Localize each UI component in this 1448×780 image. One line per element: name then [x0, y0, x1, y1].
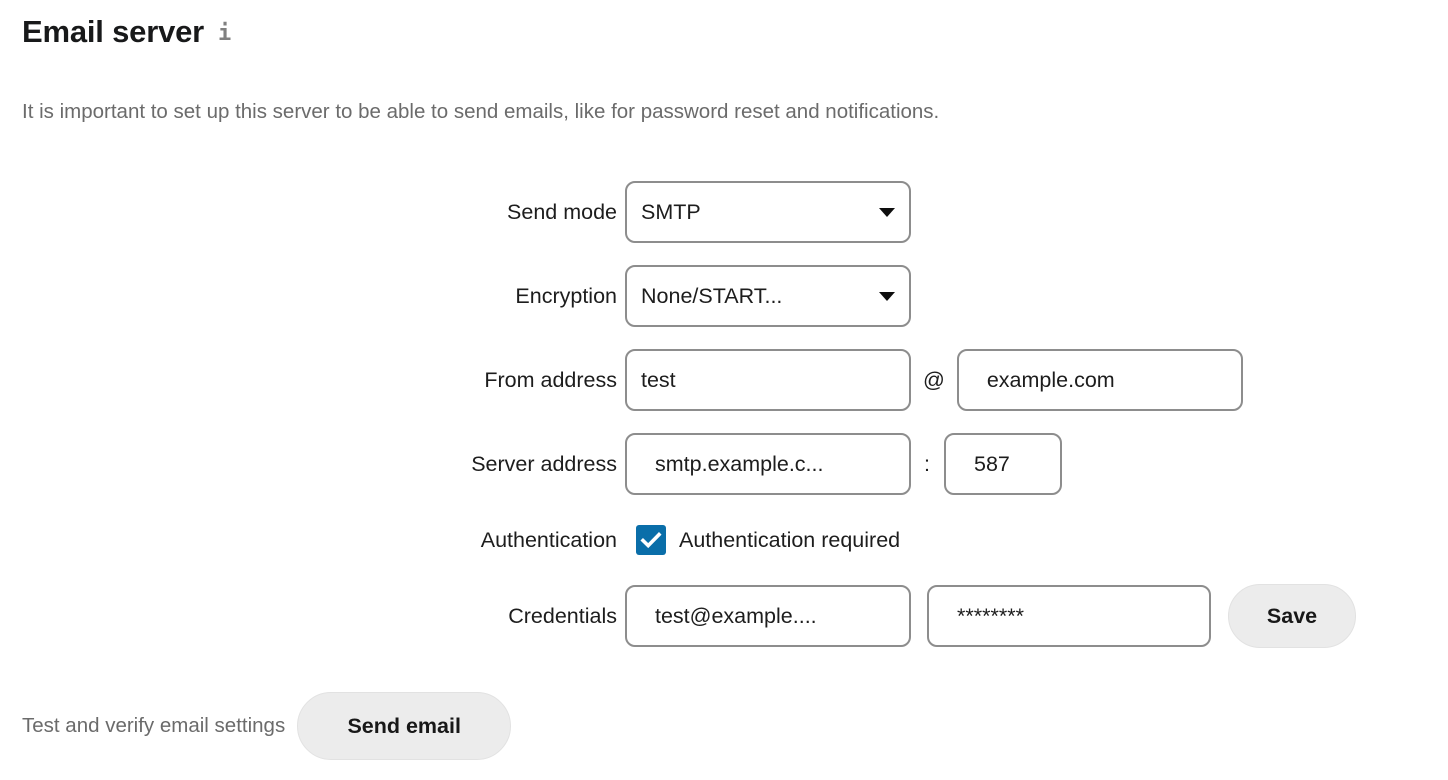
send-mode-controls: SMTP [625, 181, 911, 243]
page-header: Email server i [22, 16, 231, 47]
at-separator: @ [923, 367, 945, 392]
credentials-password-input[interactable]: ******** [927, 585, 1211, 647]
encryption-controls: None/START... [625, 265, 911, 327]
send-mode-value: SMTP [641, 199, 701, 224]
form-row-encryption: Encryption None/START... [0, 254, 1448, 338]
server-address-port-input[interactable]: 587 [943, 433, 1062, 495]
form-row-send-mode: Send mode SMTP [0, 170, 1448, 254]
server-address-host-input[interactable]: smtp.example.c... [625, 433, 911, 495]
authentication-controls: Authentication required [625, 525, 900, 555]
credentials-controls: test@example.... ******** Save [625, 584, 1356, 648]
form-row-from-address: From address test @ example.com [0, 338, 1448, 422]
authentication-required-checkbox[interactable] [636, 525, 666, 555]
authentication-label: Authentication [480, 527, 617, 552]
chevron-down-icon [879, 291, 895, 301]
email-server-form: Send mode SMTP Encryption None/START... … [0, 170, 1448, 658]
credentials-label: Credentials [508, 603, 617, 628]
from-address-controls: test @ example.com [625, 349, 1243, 411]
form-row-authentication: Authentication Authentication required [0, 506, 1448, 574]
form-row-server-address: Server address smtp.example.c... : 587 [0, 422, 1448, 506]
test-email-description: Test and verify email settings [22, 714, 286, 737]
from-address-local-input[interactable]: test [625, 349, 911, 411]
colon-separator: : [924, 451, 930, 476]
encryption-label: Encryption [515, 283, 617, 308]
credentials-username-input[interactable]: test@example.... [625, 585, 911, 647]
send-email-button[interactable]: Send email [297, 692, 512, 760]
info-icon[interactable]: i [218, 20, 232, 46]
test-email-section: Test and verify email settings Send emai… [22, 692, 512, 760]
form-row-credentials: Credentials test@example.... ******** Sa… [0, 574, 1448, 658]
save-button[interactable]: Save [1228, 584, 1356, 648]
send-mode-select[interactable]: SMTP [625, 181, 911, 243]
encryption-select[interactable]: None/START... [625, 265, 911, 327]
page-title: Email server [22, 14, 205, 49]
server-address-label: Server address [471, 451, 617, 476]
send-mode-label: Send mode [507, 199, 617, 224]
authentication-required-label[interactable]: Authentication required [679, 527, 901, 552]
from-address-domain-input[interactable]: example.com [956, 349, 1243, 411]
page-description: It is important to set up this server to… [22, 100, 940, 123]
encryption-value: None/START... [641, 283, 783, 308]
from-address-label: From address [484, 367, 617, 392]
chevron-down-icon [879, 207, 895, 217]
server-address-controls: smtp.example.c... : 587 [625, 433, 1062, 495]
